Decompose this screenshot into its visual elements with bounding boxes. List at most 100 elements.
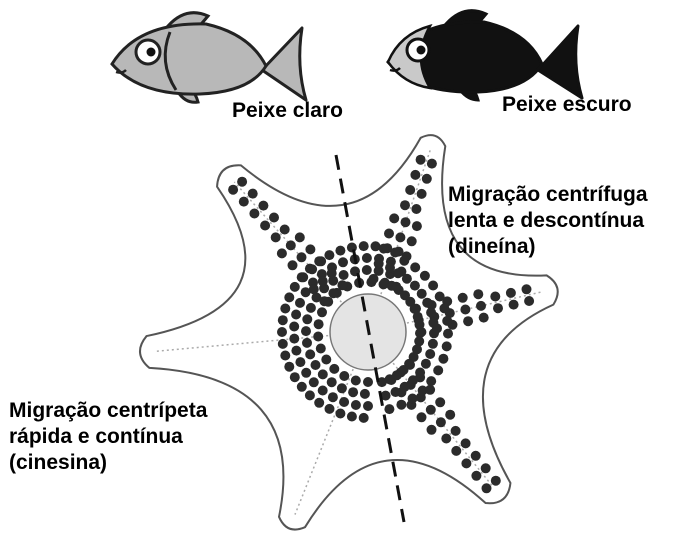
dark-fish-pupil	[417, 46, 426, 55]
pigment-granule	[277, 248, 287, 258]
pigment-granule	[309, 284, 319, 294]
pigment-granule	[302, 314, 312, 324]
pigment-granule	[288, 260, 298, 270]
pigment-granule	[418, 386, 428, 396]
pigment-granule	[408, 394, 418, 404]
pigment-granule	[337, 280, 347, 290]
pigment-granule	[301, 368, 311, 378]
pigment-granule	[297, 382, 307, 392]
pigment-granule	[328, 288, 338, 298]
pigment-granule	[400, 200, 410, 210]
pigment-granule	[476, 301, 486, 311]
pigment-granule	[493, 303, 503, 313]
pigment-granule	[471, 451, 481, 461]
pigment-granule	[390, 248, 400, 258]
pigment-granule	[417, 189, 427, 199]
pigment-granule	[286, 240, 296, 250]
pigment-granule	[417, 412, 427, 422]
pigment-granule	[314, 319, 324, 329]
pigment-granule	[415, 368, 425, 378]
pigment-granule	[319, 296, 329, 306]
pigment-granule	[402, 274, 412, 284]
pigment-granule	[411, 204, 421, 214]
pigment-granule	[228, 185, 238, 195]
pigment-granule	[429, 328, 439, 338]
pigment-granule	[305, 349, 315, 359]
pigment-granule	[396, 400, 406, 410]
pigment-granule	[405, 185, 415, 195]
pigment-granule	[439, 303, 449, 313]
pigment-granule	[445, 410, 455, 420]
pigment-granule	[295, 357, 305, 367]
pigment-granule	[433, 365, 443, 375]
pigment-granule	[461, 438, 471, 448]
pigment-granule	[237, 177, 247, 187]
pigment-granule	[291, 310, 301, 320]
pigment-granule	[461, 458, 471, 468]
centrifugal-migration-label: Migração centrífuga lenta e descontínua …	[448, 182, 648, 260]
pigment-granule	[384, 404, 394, 414]
pigment-granule	[421, 359, 431, 369]
pigment-granule	[428, 281, 438, 291]
pigment-granule	[362, 265, 372, 275]
pigment-granule	[347, 243, 357, 253]
pigment-granule	[426, 308, 436, 318]
pigment-granule	[479, 313, 489, 323]
centrifugal-line-2: lenta e descontínua	[448, 208, 648, 234]
dark-fish-tail	[538, 26, 582, 98]
pigment-granule	[318, 386, 328, 396]
pigment-granule	[443, 329, 453, 339]
centripetal-line-1: Migração centrípeta	[9, 398, 207, 424]
pigment-granule	[393, 268, 403, 278]
pigment-granule	[460, 305, 470, 315]
pigment-granule	[337, 383, 347, 393]
pigment-granule	[491, 476, 501, 486]
pigment-granule	[280, 304, 290, 314]
pigment-granule	[442, 341, 452, 351]
centrifugal-line-3: (dineína)	[448, 234, 648, 260]
pigment-granule	[302, 338, 312, 348]
pigment-granule	[329, 364, 339, 374]
pigment-granule	[426, 376, 436, 386]
pigment-granule	[438, 354, 448, 364]
pigment-granule	[280, 351, 290, 361]
pigment-granule	[347, 412, 357, 422]
pigment-granule	[389, 213, 399, 223]
light-fish-tail	[262, 28, 306, 100]
pigment-granule	[436, 417, 446, 427]
pigment-granule	[442, 316, 452, 326]
pigment-granule	[408, 375, 418, 385]
pigment-granule	[269, 213, 279, 223]
pigment-granule	[314, 398, 324, 408]
pigment-granule	[290, 282, 300, 292]
pigment-granule	[289, 334, 299, 344]
pigment-granule	[239, 197, 249, 207]
pigment-granule	[412, 221, 422, 231]
pigment-granule	[363, 401, 373, 411]
pigment-granule	[316, 256, 326, 266]
pigment-granule	[422, 298, 432, 308]
pigment-granule	[395, 232, 405, 242]
pigment-granule	[417, 289, 427, 299]
pigment-granule	[318, 369, 328, 379]
pigment-granule	[280, 225, 290, 235]
pigment-granule	[435, 292, 445, 302]
pigment-granule	[441, 434, 451, 444]
pigment-granule	[506, 288, 516, 298]
pigment-granule	[463, 316, 473, 326]
pigment-granule	[435, 397, 445, 407]
pigment-granule	[309, 377, 319, 387]
pigment-granule	[374, 259, 384, 269]
pigment-granule	[391, 387, 401, 397]
pigment-granule	[313, 332, 323, 342]
pigment-granule	[400, 382, 410, 392]
pigment-granule	[271, 232, 281, 242]
pigment-granule	[290, 372, 300, 382]
pigment-granule	[339, 270, 349, 280]
centripetal-line-2: rápida e contínua	[9, 424, 207, 450]
light-fish-label: Peixe claro	[232, 98, 343, 124]
pigment-granule	[401, 217, 411, 227]
pigment-granule	[399, 256, 409, 266]
pigment-granule	[426, 405, 436, 415]
pigment-granule	[339, 371, 349, 381]
